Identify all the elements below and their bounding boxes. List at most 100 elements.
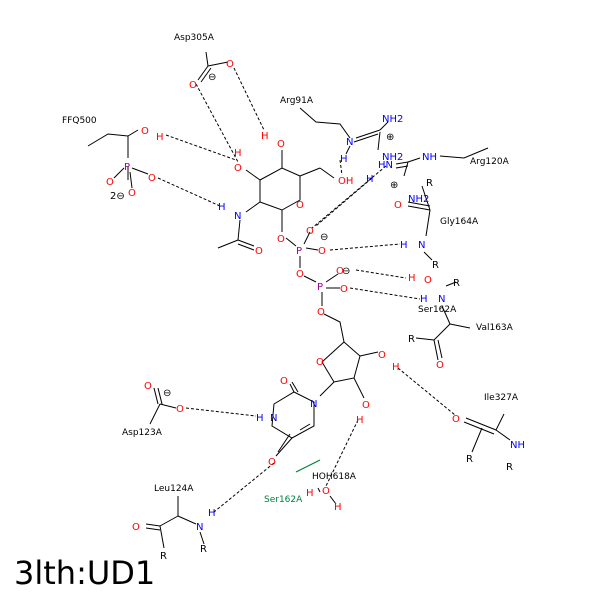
hydrophobic-contact-arc	[295, 459, 321, 473]
hbond-ser162-b	[349, 287, 421, 300]
atom-o: O	[141, 126, 149, 137]
charge-two-minus: 2⊖	[110, 191, 125, 202]
residue-labels: Asp305A Arg91A FFQ500 Arg120A Gly164A Se…	[62, 33, 519, 505]
charge-minus: ⊖	[163, 388, 171, 399]
atom-o: O	[255, 246, 263, 257]
atom-r: R	[432, 260, 439, 271]
hbond-ser162-a	[355, 269, 407, 279]
atom-o: O	[296, 200, 304, 211]
atom-h: H	[208, 508, 216, 519]
hbond-ffq-o3	[165, 134, 237, 161]
atom-o: O	[189, 80, 197, 91]
hbond-ffq-nh	[157, 177, 221, 207]
atom-hn: HN	[378, 160, 393, 171]
covalent-bonds	[87, 51, 511, 549]
residue-label-val163: Val163A	[476, 323, 514, 333]
atom-o: O	[128, 188, 136, 199]
atom-r: R	[160, 551, 167, 562]
atom-o: O	[336, 266, 344, 277]
hbond-arg-op2	[311, 165, 387, 229]
hbond-hoh618	[325, 419, 359, 487]
residue-label-arg91: Arg91A	[280, 96, 314, 106]
residue-label-leu124: Leu124A	[154, 484, 194, 494]
atom-r: R	[426, 178, 433, 189]
atom-h: H	[234, 148, 242, 159]
atom-n: N	[346, 137, 353, 148]
atom-r: R	[506, 462, 513, 473]
hydrogen-bonds	[157, 67, 456, 513]
atom-o: O	[277, 139, 285, 150]
atom-o: O	[340, 284, 348, 295]
atom-o: O	[176, 404, 184, 415]
atom-h: H	[392, 362, 400, 373]
atom-h: H	[156, 132, 164, 143]
atom-o: O	[322, 486, 330, 497]
atom-nh: NH	[422, 152, 437, 163]
atom-nh2: NH2	[382, 114, 403, 125]
atom-h: H	[256, 413, 264, 424]
residue-label-arg120: Arg120A	[470, 157, 510, 167]
atom-o: O	[234, 163, 242, 174]
atom-o: O	[436, 360, 444, 371]
atom-r: R	[408, 334, 415, 345]
charge-plus: ⊕	[386, 132, 394, 143]
charge-minus: ⊖	[320, 232, 328, 243]
residue-label-ffq500: FFQ500	[62, 116, 97, 126]
charge-plus: ⊕	[390, 180, 398, 191]
charge-minus: ⊖	[342, 266, 350, 277]
atom-o: O	[226, 59, 234, 70]
atom-labels: O O ⊖ N H NH2 NH2 ⊕ H O H P O O O 2⊖ O H…	[106, 59, 525, 562]
residue-label-asp305: Asp305A	[174, 33, 215, 43]
hbond-asp123	[185, 407, 257, 417]
atom-n: N	[270, 413, 277, 424]
atom-o: O	[362, 400, 370, 411]
atom-h: H	[420, 294, 428, 305]
charge-minus: ⊖	[208, 72, 216, 83]
atom-p: P	[296, 246, 302, 257]
hbond-arg91-o6	[339, 159, 343, 176]
atom-o: O	[277, 234, 285, 245]
hbond-ile327	[397, 367, 456, 416]
hbond-asp305-o4	[195, 83, 239, 163]
atom-r: R	[466, 454, 473, 465]
atom-h: H	[408, 273, 416, 284]
atom-o: O	[318, 246, 326, 257]
atom-h: H	[356, 415, 364, 426]
residue-label-ser162-hydrophobic: Ser162A	[264, 495, 303, 505]
atom-h: H	[261, 131, 269, 142]
residue-label-ile327: Ile327A	[484, 393, 519, 403]
atom-h: H	[334, 502, 342, 513]
atom-h: H	[366, 174, 374, 185]
hbond-asp305-o3	[233, 67, 265, 131]
atom-o: O	[378, 350, 386, 361]
atom-p: P	[124, 162, 130, 173]
atom-o: O	[268, 457, 276, 468]
atom-nh2: NH2	[382, 152, 403, 163]
hbond-gly164	[329, 243, 401, 251]
atom-h: H	[400, 240, 408, 251]
atom-o: O	[317, 307, 325, 318]
atom-o: O	[132, 522, 140, 533]
atom-oh: OH	[338, 176, 353, 187]
hbond-leu124	[213, 462, 275, 513]
atom-o: O	[296, 269, 304, 280]
atom-o: O	[452, 414, 460, 425]
residue-label-ser162: Ser162A	[418, 305, 457, 315]
atom-n: N	[310, 399, 317, 410]
atom-o: O	[306, 226, 314, 237]
residue-label-hoh618: HOH618A	[312, 472, 357, 482]
atom-n: N	[196, 522, 203, 533]
atom-o: O	[106, 177, 114, 188]
atom-o: O	[394, 200, 402, 211]
atom-n: N	[438, 294, 445, 305]
atom-p: P	[317, 282, 323, 293]
atom-o: O	[280, 376, 288, 387]
atom-nh2: NH2	[408, 194, 429, 205]
atom-r: R	[200, 544, 207, 555]
atom-o: O	[424, 275, 432, 286]
residue-label-asp123: Asp123A	[122, 428, 163, 438]
atom-n: N	[418, 240, 425, 251]
page-title: 3lth:UD1	[14, 554, 155, 592]
atom-r: R	[453, 278, 460, 289]
